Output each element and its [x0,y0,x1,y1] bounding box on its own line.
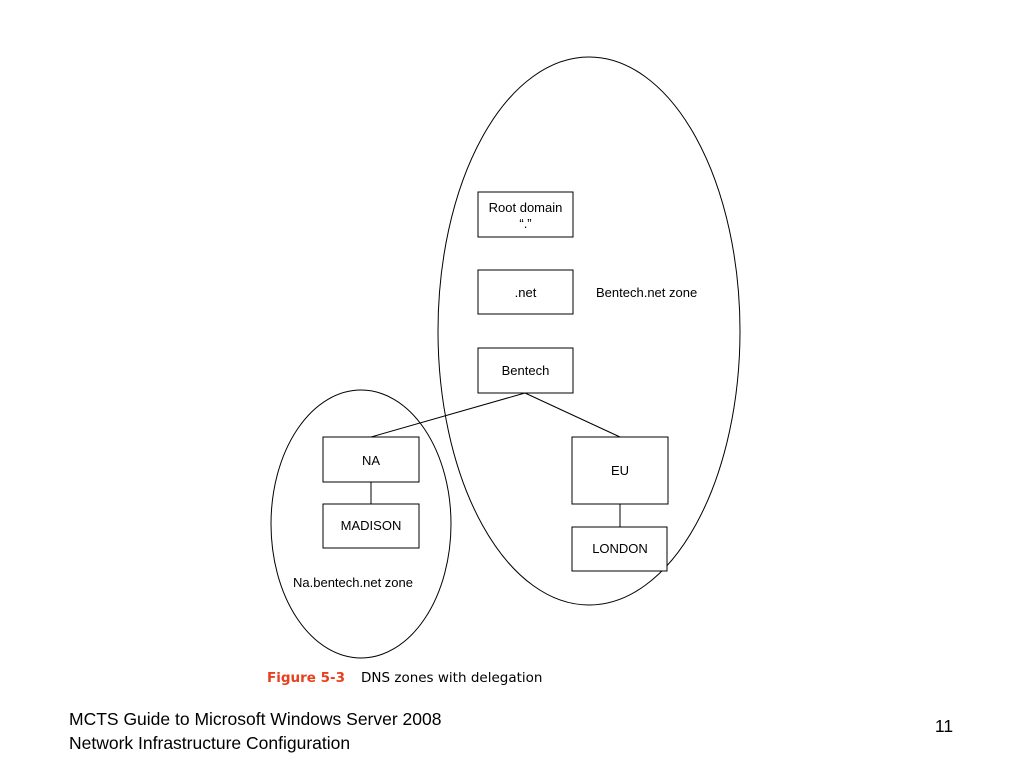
na-zone-label: Na.bentech.net zone [293,575,413,590]
node-london: LONDON [571,526,668,572]
na-zone-ellipse [270,389,452,659]
footer-title-line1: MCTS Guide to Microsoft Windows Server 2… [69,709,442,729]
footer-title-line2: Network Infrastructure Configuration [69,733,351,753]
node-na: NA [322,436,420,483]
node-root-domain-label: Root domain [489,200,563,215]
figure-caption-number: Figure 5-3 [267,670,345,686]
footer-title: MCTS Guide to Microsoft Windows Server 2… [69,707,442,755]
node-london-label: LONDON [592,541,648,556]
node-madison-label: MADISON [341,518,402,533]
bentech-zone-ellipse [437,56,741,606]
page-number: 11 [934,716,954,736]
node-bentech: Bentech [477,347,574,394]
figure-caption-text: DNS zones with delegation [361,670,542,686]
node-net: .net [477,269,574,315]
node-madison: MADISON [322,503,420,549]
node-bentech-label: Bentech [502,363,550,378]
node-root-domain-dot: “.” [519,216,531,231]
edge-bentech-eu [524,392,621,438]
node-net-label: .net [515,285,537,300]
node-eu-label: EU [611,463,629,478]
node-eu: EU [571,436,669,505]
edge-bentech-na [370,392,526,438]
bentech-zone-label: Bentech.net zone [596,285,697,300]
node-na-label: NA [362,453,380,468]
node-root-domain: Root domain “.” [477,191,574,238]
